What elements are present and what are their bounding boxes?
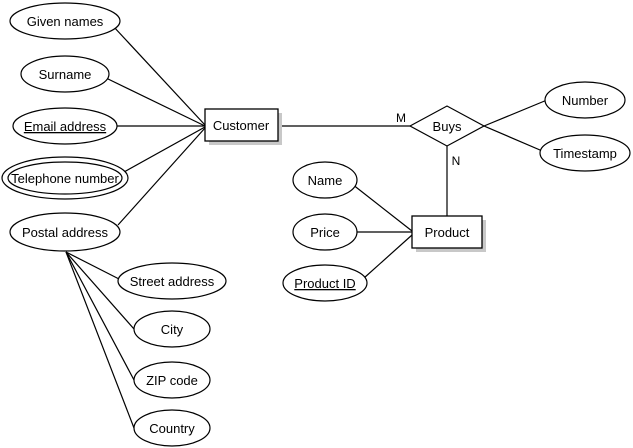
edge-name-product [351,183,413,232]
attribute-country: Country [133,409,211,447]
edge-buys-timestamp [483,125,548,154]
attribute-telephone-number: Telephone number [1,156,129,200]
cardinality-m-label: M [396,111,406,125]
attribute-street-address: Street address [117,262,227,300]
attribute-price-label: Price [310,225,340,240]
cardinality-n-label: N [452,154,461,168]
attribute-number: Number [544,81,626,119]
attribute-product-name-label: Name [308,173,343,188]
attribute-city: City [133,310,211,348]
attribute-email-address-label: Email address [24,119,107,134]
attribute-country-label: Country [149,421,195,436]
edge-postal-country [65,251,135,429]
relationship-buys-label: Buys [433,119,462,134]
attribute-telephone-number-label: Telephone number [11,171,119,186]
attribute-surname-label: Surname [39,67,92,82]
attribute-city-label: City [161,322,184,337]
relationship-buys: Buys [408,105,486,147]
entity-product-label: Product [425,225,470,240]
attribute-given-names-label: Given names [27,14,104,29]
edge-postal-city [65,251,135,330]
connector-lines [65,25,548,429]
attribute-product-id: Product ID [282,264,368,302]
entity-customer: Customer [204,108,282,145]
attribute-surname: Surname [20,55,110,93]
edge-productid-product [363,234,413,279]
attribute-timestamp-label: Timestamp [553,146,617,161]
attribute-email-address: Email address [12,107,118,145]
attribute-product-id-label: Product ID [294,276,355,291]
edge-buys-number [483,99,548,127]
edge-telephone-customer [123,126,206,173]
attribute-zip-code-label: ZIP code [146,373,198,388]
attribute-given-names: Given names [9,2,121,40]
attribute-street-address-label: Street address [130,274,215,289]
edge-postal-zip [65,251,135,381]
attribute-number-label: Number [562,93,609,108]
attribute-zip-code: ZIP code [133,361,211,399]
entity-customer-label: Customer [213,118,270,133]
attribute-postal-address: Postal address [9,212,121,252]
edge-given-names-customer [112,25,206,126]
entity-product: Product [411,215,486,252]
attribute-price: Price [292,213,358,251]
attribute-postal-address-label: Postal address [22,225,108,240]
attribute-timestamp: Timestamp [539,134,631,172]
edge-postal-customer [117,127,206,226]
attribute-product-name: Name [292,161,358,199]
edge-postal-street [65,251,122,281]
edge-surname-customer [105,77,206,127]
